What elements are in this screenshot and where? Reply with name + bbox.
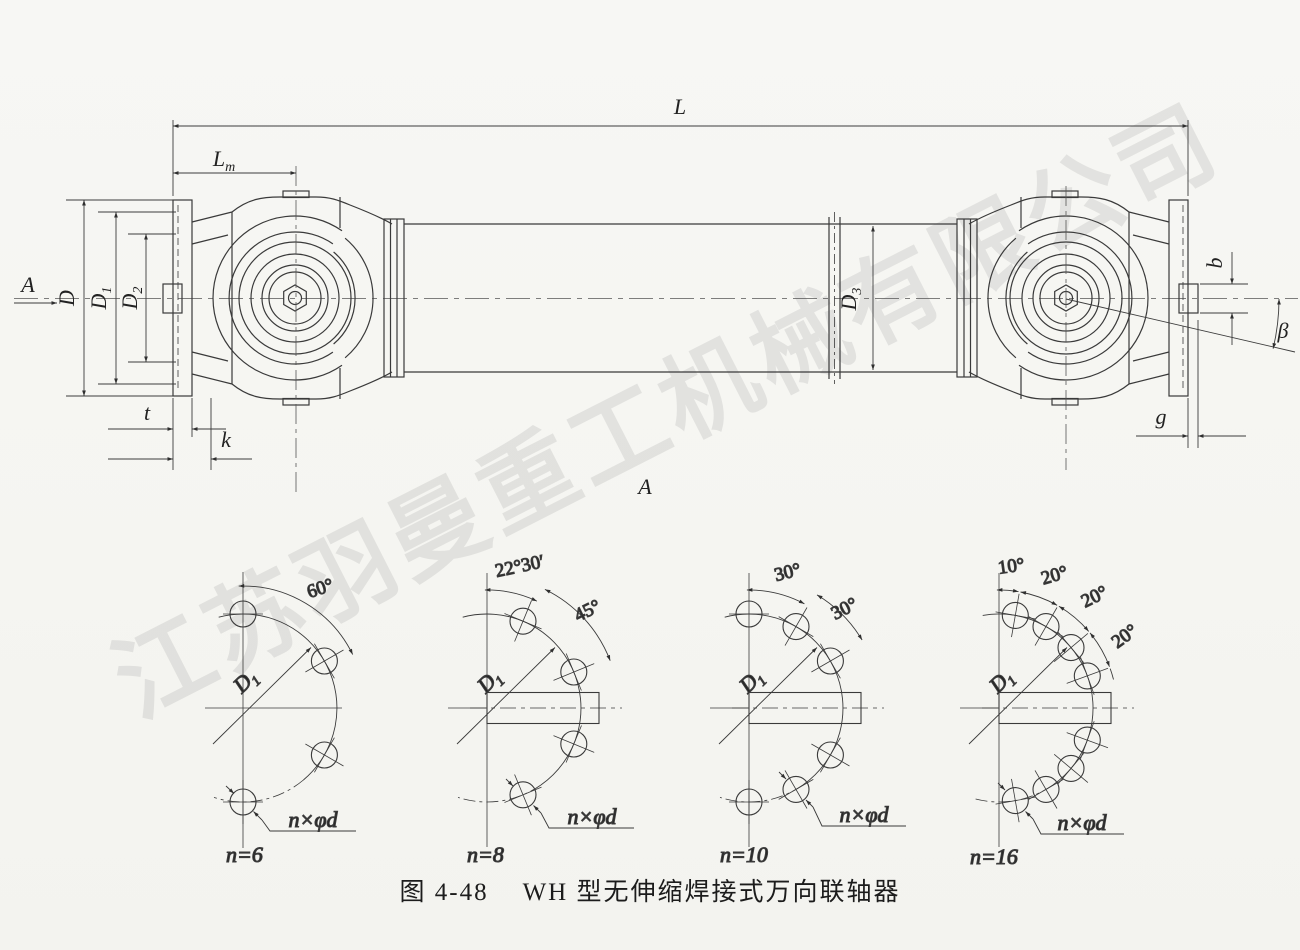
right-joint-yoke [956, 190, 1199, 406]
dim-label-gap: g [1156, 404, 1167, 429]
bolt-pattern-n16: 10° 20° 20° 20° D1 n×φd n=16 [960, 554, 1142, 870]
angle-label: 30° [772, 559, 803, 586]
assembly-view: L Lm D D1 D2 D3 t k b β g A A [14, 94, 1298, 499]
bolt-circle-radius-label: D1 [227, 664, 264, 701]
figure-caption: 图 4-48 WH 型无伸缩焊接式万向联轴器 [0, 872, 1300, 908]
dim-label-flange-thickness: t [144, 400, 151, 425]
bolt-holes-n10 [729, 600, 850, 824]
left-joint-yoke [162, 190, 405, 406]
dimension-lines [14, 120, 1296, 470]
figure-number: 图 4-48 [399, 879, 489, 906]
hole-count-label: n=6 [226, 842, 263, 867]
bolt-pattern-n6: 60° D1 n×φd n=6 [205, 572, 356, 868]
tube-body [404, 212, 957, 384]
holes-note-label: n×φd [839, 802, 889, 827]
angle-label: 45° [571, 596, 604, 627]
view-direction-label: A [19, 272, 35, 297]
bolt-holes-n6 [223, 600, 344, 824]
hole-count-label: n=16 [970, 844, 1018, 869]
bolt-circle-radius-label: D1 [471, 664, 508, 701]
section-view-label: A [636, 474, 652, 499]
holes-note-label: n×φd [567, 804, 617, 829]
angle-label: 22°30′ [493, 551, 546, 582]
hole-count-label: n=10 [720, 842, 768, 867]
holes-note-label: n×φd [288, 807, 338, 832]
angle-label: 20° [1078, 582, 1111, 613]
figure-title: WH 型无伸缩焊接式万向联轴器 [522, 879, 901, 906]
bolt-circle-radius-label: D1 [983, 664, 1020, 701]
dim-label-overall-length: L [673, 94, 686, 119]
dim-label-key-width: b [1202, 258, 1227, 269]
bolt-pattern-n8: 22°30′ 45° D1 n×φd n=8 [448, 551, 634, 868]
angle-label: 20° [1039, 562, 1070, 590]
hole-count-label: n=8 [467, 842, 504, 867]
dim-label-bolt-circle: D1 [86, 287, 115, 311]
dim-label-flange-od: D [54, 290, 79, 307]
dim-label-offset-k: k [221, 427, 232, 452]
bolt-pattern-n10: 30° 30° D1 n×φd n=10 [710, 559, 906, 868]
bolt-holes-n16 [995, 593, 1109, 823]
dim-label-angle-beta: β [1277, 318, 1289, 343]
angle-label: 20° [1108, 620, 1142, 653]
bolt-circle-radius-label: D1 [733, 664, 770, 701]
dim-label-tube: D3 [836, 288, 865, 312]
dim-label-hub-length: Lm [212, 146, 235, 175]
holes-note-label: n×φd [1057, 810, 1107, 835]
angle-label: 60° [304, 575, 336, 603]
dim-label-spigot: D2 [117, 287, 146, 311]
angle-label: 10° [997, 554, 1026, 578]
angle-label: 30° [828, 594, 861, 625]
